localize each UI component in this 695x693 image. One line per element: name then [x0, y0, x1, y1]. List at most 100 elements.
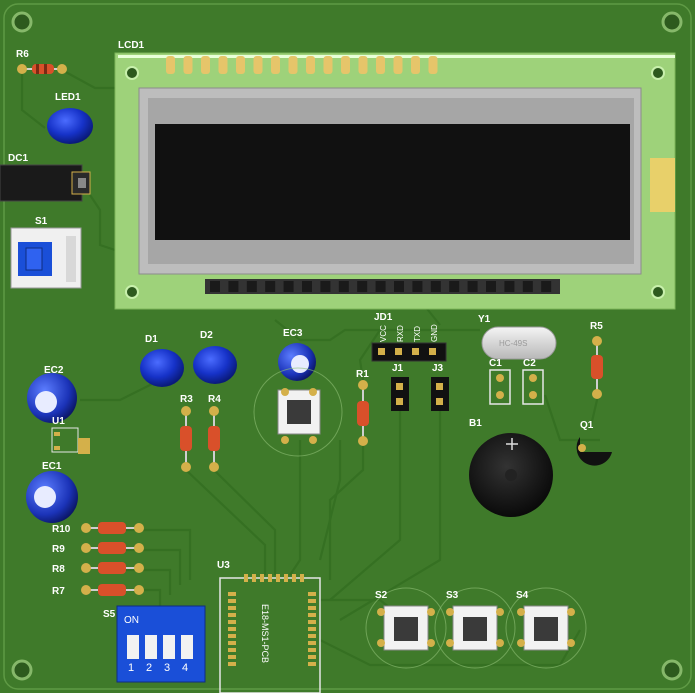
tactile-switch-s3 [434, 587, 516, 669]
lcd-bottom-pin [302, 281, 312, 292]
u3-pad [292, 574, 296, 582]
label-led1: LED1 [55, 92, 81, 103]
buzzer-b1 [469, 433, 553, 517]
lcd-bottom-pin [430, 281, 441, 292]
lcd-pin [306, 56, 315, 74]
resistor-r10 [81, 522, 144, 534]
u3-pad [228, 655, 236, 659]
transistor-q1 [576, 437, 612, 466]
lcd-bottom-pins [210, 281, 552, 292]
label-jd1: JD1 [374, 312, 393, 323]
resistor-r5 [591, 336, 603, 399]
led-led1 [47, 108, 93, 144]
lcd-bottom-pin [504, 281, 515, 292]
lcd-pin [183, 56, 193, 74]
dip-switch-s5: ON 1 2 3 4 [116, 605, 206, 683]
u3-pad [284, 574, 288, 582]
label-ec2: EC2 [44, 365, 64, 376]
header-pin-rxd: RXD [396, 325, 405, 342]
lcd-bottom-pin [228, 281, 239, 292]
jumper-j3 [431, 377, 449, 411]
lcd-top-pins [166, 56, 438, 74]
label-r5: R5 [590, 321, 603, 332]
u3-pad [308, 648, 316, 652]
led-d1 [140, 349, 184, 387]
tactile-switch-main [253, 367, 343, 457]
lcd-bottom-pin [338, 281, 349, 292]
lcd-module [114, 52, 676, 310]
u3-pad [308, 606, 316, 610]
u3-pad [228, 627, 236, 631]
u3-pad [308, 620, 316, 624]
label-j3: J3 [432, 363, 444, 374]
capacitor-ec1 [26, 471, 78, 523]
u3-pad [308, 613, 316, 617]
lcd-pin [393, 56, 403, 74]
label-r1: R1 [356, 369, 369, 380]
regulator-u1 [51, 427, 90, 454]
u3-pad [308, 627, 316, 631]
label-r9: R9 [52, 544, 65, 555]
resistor-r4 [208, 406, 220, 472]
label-s5: S5 [103, 609, 116, 620]
capacitor-c1 [489, 369, 511, 405]
u3-pad [276, 574, 280, 582]
label-y1: Y1 [478, 314, 491, 325]
lcd-bottom-pin [265, 281, 276, 292]
resistor-r9 [81, 542, 144, 554]
label-d1: D1 [145, 334, 158, 345]
svg-text:1: 1 [128, 662, 134, 674]
lcd-bottom-pin [541, 281, 552, 292]
resistor-r7 [81, 584, 144, 596]
u3-pad [228, 641, 236, 645]
crystal-y1: HC-49S [481, 326, 557, 360]
capacitor-c2 [522, 369, 544, 405]
lcd-pin [341, 56, 350, 74]
capacitor-ec3 [278, 343, 316, 381]
u3-pad [308, 599, 316, 603]
lcd-pin [166, 56, 175, 74]
lcd-bottom-pin [320, 281, 331, 292]
label-j1: J1 [392, 363, 404, 374]
lcd-pin [236, 56, 245, 74]
svg-text:ON: ON [124, 615, 139, 626]
svg-text:2: 2 [146, 662, 152, 674]
label-s4: S4 [516, 590, 529, 601]
resistor-r1 [357, 380, 369, 446]
lcd-pin [428, 56, 438, 74]
lcd-bottom-pin [283, 281, 294, 292]
module-u3: E18-MS1-PCB [219, 574, 321, 693]
u3-pad [228, 634, 236, 638]
u3-pad [252, 574, 256, 582]
u3-pads [228, 574, 316, 666]
u3-pad [268, 574, 272, 582]
lcd-bottom-pin [522, 281, 533, 292]
svg-text:E18-MS1-PCB: E18-MS1-PCB [260, 604, 270, 663]
lcd-bottom-pin [467, 281, 478, 292]
label-s1: S1 [35, 216, 48, 227]
label-r3: R3 [180, 394, 193, 405]
label-ec3: EC3 [283, 328, 303, 339]
header-pin-vcc: VCC [379, 325, 388, 342]
u3-pad [228, 620, 236, 624]
u3-pad [308, 641, 316, 645]
label-r10: R10 [52, 524, 71, 535]
lcd-bottom-pin [486, 281, 496, 292]
u3-pad [228, 662, 236, 666]
lcd-bottom-pin [412, 281, 423, 292]
u3-pad [308, 634, 316, 638]
label-r8: R8 [52, 564, 65, 575]
tactile-switch-s2 [365, 587, 447, 669]
lcd-bottom-pin [375, 281, 386, 292]
capacitor-ec2 [27, 373, 77, 423]
label-r6: R6 [16, 49, 29, 60]
svg-text:4: 4 [182, 662, 188, 674]
label-lcd: LCD1 [118, 40, 145, 51]
mounting-holes [11, 11, 683, 681]
lcd-pin [288, 56, 298, 74]
label-u1: U1 [52, 416, 65, 427]
label-ec1: EC1 [42, 461, 62, 472]
lcd-pin [253, 56, 263, 74]
dc-jack-dc1 [0, 164, 91, 202]
label-c1: C1 [489, 358, 502, 369]
